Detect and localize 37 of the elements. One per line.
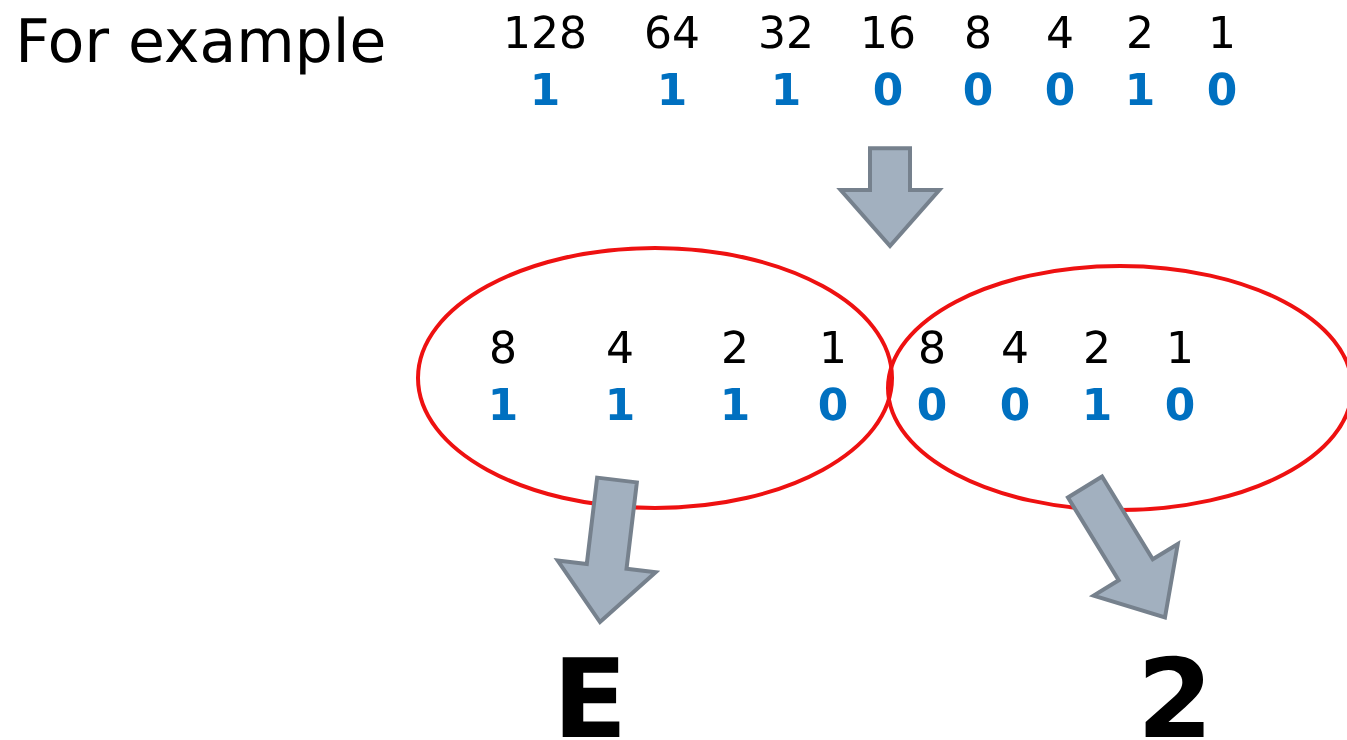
bit-digit: 0 — [874, 72, 902, 106]
block-arrow — [836, 146, 944, 250]
place-value: 1 — [1170, 330, 1190, 363]
place-value: 2 — [1129, 15, 1150, 48]
bit-digit: 1 — [1129, 72, 1153, 105]
bit-digit: 1 — [724, 387, 748, 420]
place-value: 8 — [967, 15, 989, 49]
place-value: 1 — [823, 330, 843, 363]
place-value: 16 — [864, 15, 914, 49]
place-value: 8 — [492, 330, 514, 364]
bit-digit: 1 — [609, 387, 633, 420]
bit-digit: 1 — [775, 72, 799, 105]
bit-digit: 0 — [1166, 387, 1194, 421]
bit-digit: 1 — [1086, 387, 1110, 420]
bit-digit: 0 — [1001, 387, 1029, 421]
place-value: 4 — [1048, 15, 1072, 48]
block-arrow — [553, 475, 661, 626]
bit-digit: 1 — [661, 72, 685, 105]
result-character: 2 — [1145, 655, 1204, 737]
bit-digit: 0 — [1046, 72, 1074, 106]
place-value: 64 — [647, 15, 698, 49]
place-value: 2 — [1086, 330, 1107, 363]
bit-digit: 0 — [819, 387, 847, 421]
bit-digit: 0 — [1208, 72, 1236, 106]
result-character: E — [562, 657, 620, 737]
place-value: 32 — [761, 15, 810, 49]
place-value: 1 — [1212, 15, 1232, 48]
bit-digit: 0 — [964, 72, 992, 106]
place-value: 2 — [724, 330, 745, 363]
bit-digit: 1 — [492, 387, 516, 420]
bit-digit: 0 — [918, 387, 946, 421]
place-value: 4 — [608, 330, 632, 363]
bit-digit: 1 — [534, 72, 558, 105]
place-value: 4 — [1003, 330, 1027, 363]
place-value: 128 — [507, 15, 584, 49]
heading: For example — [21, 16, 384, 75]
place-value: 8 — [921, 330, 943, 364]
